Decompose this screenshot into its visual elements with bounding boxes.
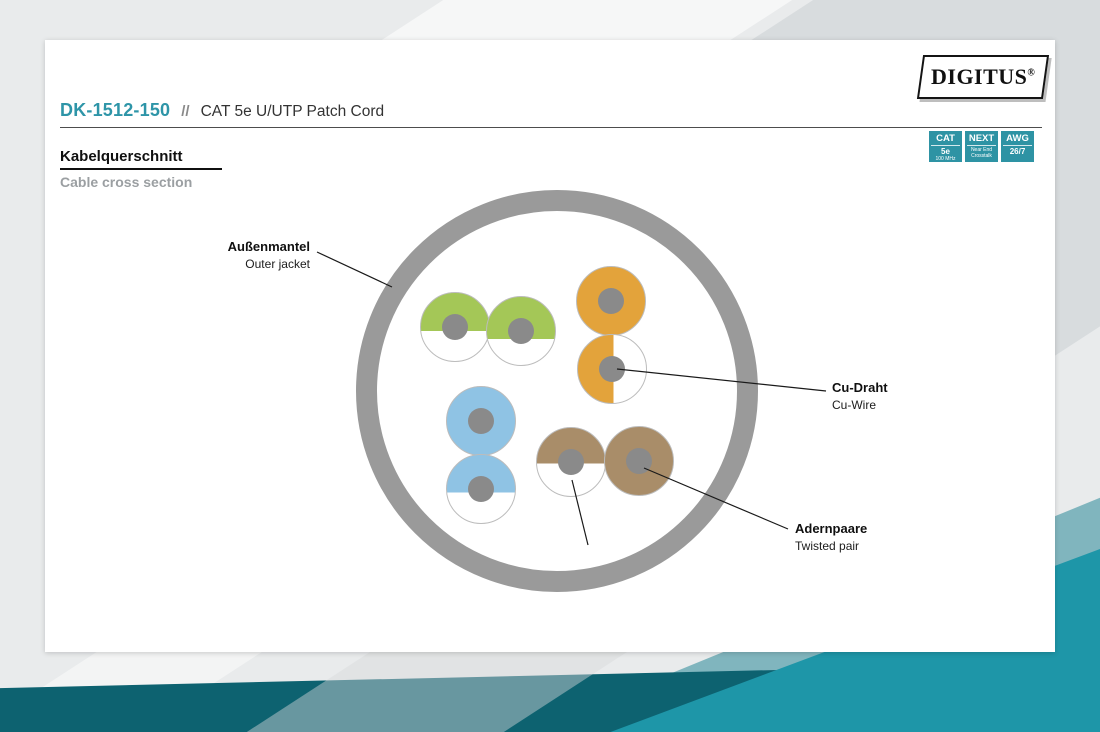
badge-cat5e-top: CAT [931,133,960,146]
wire-blue-b [446,454,516,524]
callout-twisted-pair-label: Adernpaare [795,521,868,536]
copper-core [599,356,625,382]
copper-core [442,314,468,340]
callout-cu-wire-label: Cu-Draht [832,380,888,395]
spec-badges: CAT 5e 100 MHz NEXT Near End Crosstalk A… [929,131,1034,162]
copper-core [468,408,494,434]
wire-brown-b [604,426,674,496]
callout-twisted-pair: Adernpaare Twisted pair [795,521,867,553]
digitus-logo: DIGITUS® [916,55,1050,99]
wire-brown-a [536,427,606,497]
callout-cu-wire-sublabel: Cu-Wire [832,398,876,412]
badge-awg-mid: 26/7 [1009,147,1026,156]
badge-cat5e: CAT 5e 100 MHz [929,131,962,162]
section-title-de: Kabelquerschnitt [60,148,222,170]
badge-next-top: NEXT [967,133,996,146]
badge-cat5e-mid: 5e [941,147,950,156]
wire-orange-a [576,266,646,336]
model-number: DK-1512-150 [60,100,171,120]
badge-awg-top: AWG [1003,133,1032,146]
section-title-en: Cable cross section [60,174,193,190]
badge-next: NEXT Near End Crosstalk [965,131,998,162]
callout-outer-jacket-label: Außenmantel [227,239,310,254]
copper-core [626,448,652,474]
wire-green-a [420,292,490,362]
wire-green-b [486,296,556,366]
callout-outer-jacket: Außenmantel Outer jacket [150,239,310,271]
copper-core [598,288,624,314]
outer-jacket-ring [356,190,758,592]
callout-cu-wire: Cu-Draht Cu-Wire [832,380,888,412]
title-separator: // [181,103,190,120]
copper-core [468,476,494,502]
wire-blue-a [446,386,516,456]
registered-mark: ® [1027,67,1036,79]
callout-outer-jacket-sublabel: Outer jacket [245,257,310,271]
wire-orange-b [577,334,647,404]
callout-twisted-pair-sublabel: Twisted pair [795,539,860,553]
copper-core [558,449,584,475]
copper-core [508,318,534,344]
digitus-logo-text: DIGITUS® [930,64,1036,89]
product-title: CAT 5e U/UTP Patch Cord [200,103,385,120]
header-titlebar: DK-1512-150 // CAT 5e U/UTP Patch Cord [60,100,384,121]
badge-next-bottom: Near End Crosstalk [970,147,993,159]
badge-awg: AWG 26/7 [1001,131,1034,162]
badge-cat5e-bottom: 100 MHz [935,156,956,162]
header-rule [60,127,1042,128]
